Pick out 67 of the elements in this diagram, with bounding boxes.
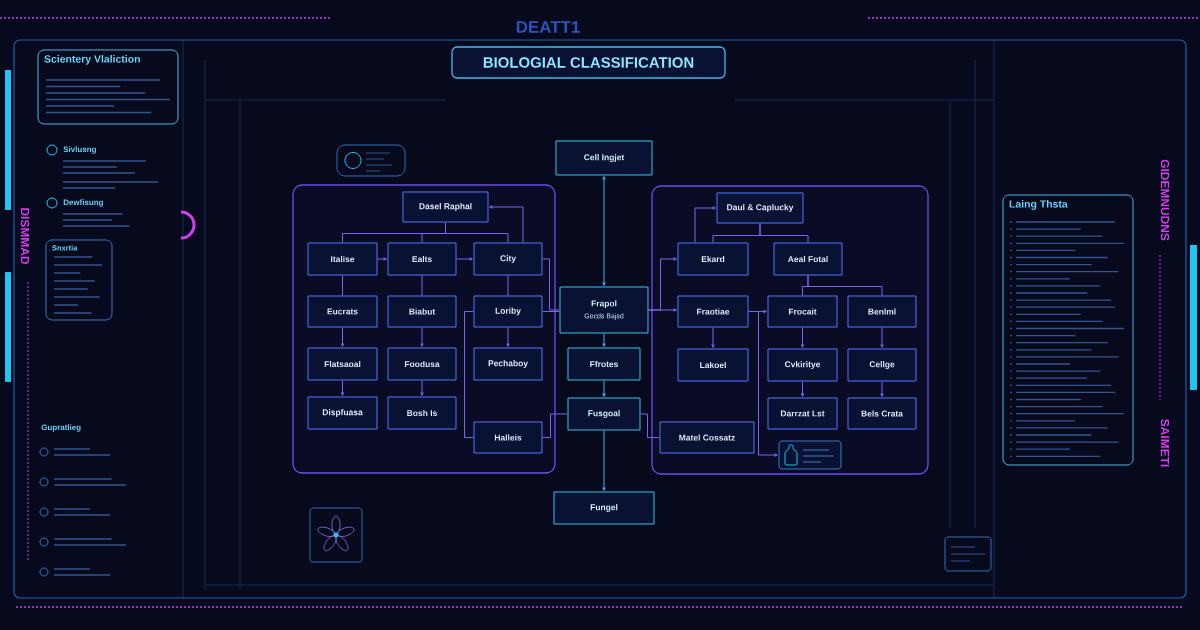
arrow	[340, 327, 345, 347]
arrow	[602, 380, 606, 397]
connector	[759, 223, 809, 243]
process-box: City	[473, 242, 543, 276]
arrow	[748, 311, 778, 457]
arrow	[489, 205, 524, 243]
process-box: Dasel Raphal	[402, 191, 489, 223]
heading-text: DEATT1	[516, 21, 580, 33]
process-box: Fraotiae	[677, 295, 749, 328]
arrow	[506, 327, 510, 347]
arrow	[880, 327, 884, 348]
process-box: Ealts	[387, 242, 457, 276]
process-box: Italise	[307, 242, 378, 276]
process-box: Ffrotes	[567, 347, 641, 381]
arrow	[420, 380, 424, 396]
info-panel: Scientery Vlaliction	[37, 49, 179, 125]
connector	[807, 275, 883, 296]
process-box: Foodusa	[387, 347, 457, 381]
process-box: Flatsaoal	[307, 347, 378, 381]
title-banner: BIOLOGIAL CLASSIFICATION	[451, 46, 726, 79]
arrow	[340, 380, 345, 396]
process-box: Lakoel	[677, 348, 749, 382]
process-box: Cvkiritye	[767, 348, 838, 382]
arrow	[602, 430, 606, 491]
process-box: Dispfuasa	[307, 396, 378, 430]
process-box: Loriby	[473, 295, 543, 328]
connector	[640, 413, 660, 438]
process-box: Bels Crata	[847, 397, 917, 430]
process-box: Matel Cossatz	[659, 421, 755, 454]
process-box: Fungel	[553, 491, 655, 525]
connector	[342, 275, 343, 296]
arrow	[602, 176, 606, 286]
connector	[542, 311, 560, 312]
process-box: Cellge	[847, 348, 917, 382]
connector	[542, 258, 560, 311]
process-box: Ekard	[677, 242, 749, 276]
process-box: Bosh Is	[387, 396, 457, 430]
vertical-text: DISMMAD	[20, 208, 30, 265]
connector	[542, 413, 568, 438]
process-box: Eucrats	[307, 295, 378, 328]
arrow	[694, 206, 716, 243]
connector	[507, 275, 509, 296]
arrow	[456, 257, 473, 261]
arrow	[800, 327, 805, 348]
process-box: Biabut	[387, 295, 457, 328]
process-box: Halleis	[473, 421, 543, 454]
arrow	[377, 257, 387, 261]
connector	[464, 311, 474, 438]
arrow	[420, 327, 424, 347]
arrow	[648, 308, 677, 312]
arrow	[880, 381, 884, 397]
process-box: Cell Ingjet	[555, 140, 653, 176]
process-box: Benlml	[847, 295, 917, 328]
vertical-text: SAIMETI	[1160, 419, 1170, 467]
process-box: Daul & Caplucky	[716, 192, 804, 224]
process-box: Fusgoal	[567, 397, 641, 431]
process-box: Frocait	[767, 295, 838, 328]
arrow	[711, 327, 715, 348]
arrow	[602, 333, 606, 347]
arrow	[800, 381, 805, 397]
info-panel: Laing Thsta	[1002, 194, 1134, 466]
process-box: Aeal Fotal	[773, 242, 843, 276]
connector	[445, 222, 509, 243]
process-box: Darrzat Lst	[767, 397, 838, 430]
vertical-text: GIDEMNUDNS	[1160, 159, 1170, 241]
process-box: Pechaboy	[473, 347, 543, 381]
connector	[421, 275, 423, 296]
